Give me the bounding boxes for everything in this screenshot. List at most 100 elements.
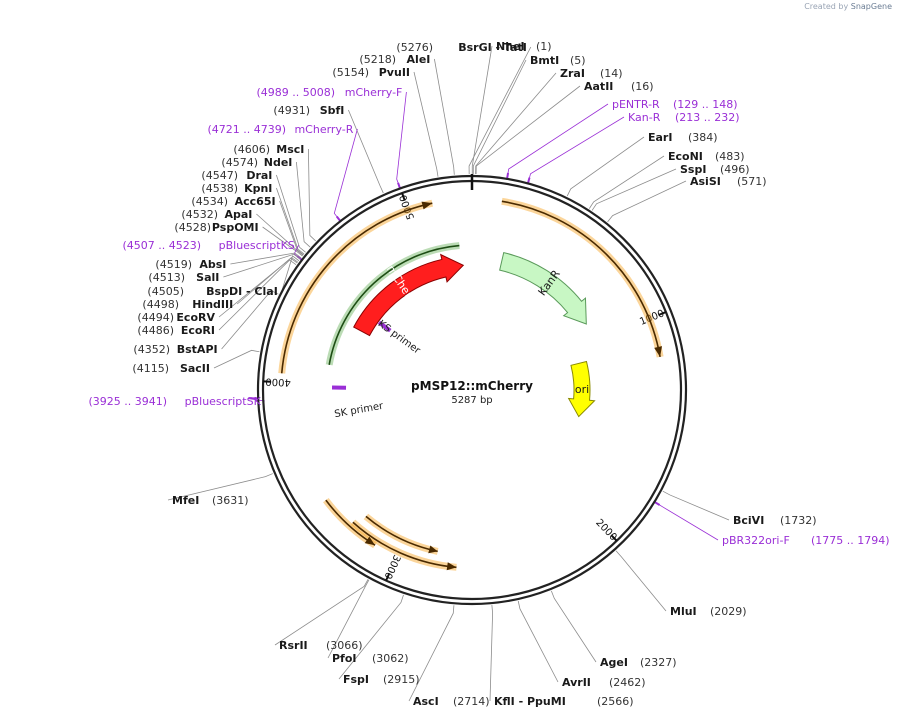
site-mcherry-r[interactable]: mCherry-R(4721 .. 4739) xyxy=(207,123,353,136)
site-position: (4115) xyxy=(132,362,169,375)
site-name: MluI xyxy=(670,605,697,618)
site-position: (3631) xyxy=(212,494,249,507)
site-sspi[interactable]: SspI(496) xyxy=(680,163,750,176)
site-eari[interactable]: EarI (384) xyxy=(648,131,718,144)
leader-line xyxy=(434,58,455,175)
site-pvuii[interactable]: PvuII(5154) xyxy=(332,66,410,79)
site-avrii[interactable]: AvrII(2462) xyxy=(562,676,646,689)
site-mfei[interactable]: MfeI(3631) xyxy=(172,494,249,507)
site-position: (129 .. 148) xyxy=(673,98,738,111)
site-pfoi[interactable]: PfoI(3062) xyxy=(332,652,409,665)
site-kan-r[interactable]: Kan-R(213 .. 232) xyxy=(628,111,740,124)
site-ndei[interactable]: NdeI(4574) xyxy=(221,156,292,169)
site-ecorv[interactable]: EcoRV(4494) xyxy=(137,311,215,324)
site-aatii[interactable]: AatII(16) xyxy=(584,80,654,93)
primer-marker[interactable] xyxy=(377,320,392,333)
site-name: EcoNI xyxy=(668,150,703,163)
site-bstapi[interactable]: BstAPI(4352) xyxy=(133,343,217,356)
site-position: (4989 .. 5008) xyxy=(256,86,335,99)
leader-line xyxy=(223,253,301,278)
site-name: AvrII xyxy=(562,676,591,689)
site-mcherry-f[interactable]: mCherry-F (4989 .. 5008) xyxy=(256,86,402,99)
site-position: (4574) xyxy=(221,156,258,169)
plasmid-size: 5287 bp xyxy=(451,395,492,406)
leader-line xyxy=(472,59,527,175)
site-name: PvuII xyxy=(379,66,410,79)
site-position: (3062) xyxy=(372,652,409,665)
site-position: (2566) xyxy=(597,695,634,708)
leader-line xyxy=(588,155,665,209)
site-nhei[interactable]: NheI(1) xyxy=(496,40,552,53)
site-ecori[interactable]: EcoRI(4486) xyxy=(137,324,215,337)
scale-tick xyxy=(385,572,391,581)
site-name: AbsI xyxy=(199,258,226,271)
site-asisi[interactable]: AsiSI(571) xyxy=(690,175,767,188)
scale-tick-label: 4000 xyxy=(265,375,291,387)
site-sali[interactable]: SalI(4513) xyxy=(148,271,219,284)
site-apai[interactable]: ApaI(4532) xyxy=(181,208,252,221)
site-pspomi[interactable]: PspOMI(4528) xyxy=(174,221,258,234)
site-bspdi-clai[interactable]: BspDI - ClaI(4505) xyxy=(147,285,277,298)
site-name: DraI xyxy=(246,169,272,182)
scale-tick xyxy=(401,192,406,201)
snapgene-credit: Created by SnapGene xyxy=(804,2,892,11)
site-pbluescriptks[interactable]: pBluescriptKS(4507 .. 4523) xyxy=(122,239,294,252)
site-bcivi[interactable]: BciVI(1732) xyxy=(733,514,817,527)
site-rsrii[interactable]: RsrII(3066) xyxy=(279,639,363,652)
site-pbluescriptsk[interactable]: pBluescriptSK(3925 .. 3941) xyxy=(88,395,261,408)
site-position: (4528) xyxy=(174,221,211,234)
site-msci[interactable]: MscI(4606) xyxy=(233,143,304,156)
site-zrai[interactable]: ZraI(14) xyxy=(560,67,623,80)
site-position: (4505) xyxy=(147,285,184,298)
site-position: (5) xyxy=(570,54,586,67)
site-position: (4507 .. 4523) xyxy=(122,239,201,252)
site-mlui[interactable]: MluI(2029) xyxy=(670,605,747,618)
site-name: BstAPI xyxy=(177,343,218,356)
site-position: (5218) xyxy=(359,53,396,66)
leader-line xyxy=(471,45,493,175)
site-name: EarI xyxy=(648,131,672,144)
site-position: (571) xyxy=(737,175,767,188)
site-position: (3066) xyxy=(326,639,363,652)
site-hindiii[interactable]: HindIII(4498) xyxy=(142,298,233,311)
site-kfli-ppumi[interactable]: KflI - PpuMI (2566) xyxy=(494,695,634,708)
feature-ori[interactable] xyxy=(567,360,596,418)
site-drai[interactable]: DraI(4547) xyxy=(201,169,272,182)
leader-line xyxy=(528,116,625,182)
leader-line xyxy=(615,550,667,612)
site-acc65i[interactable]: Acc65I(4534) xyxy=(191,195,275,208)
site-fspi[interactable]: FspI(2915) xyxy=(343,673,420,686)
feature-kanr[interactable] xyxy=(499,252,587,325)
orf-arrow xyxy=(280,202,433,374)
site-kpni[interactable]: KpnI (4538) xyxy=(201,182,272,195)
leader-line xyxy=(333,128,358,220)
site-pbr322ori-f[interactable]: pBR322ori-F(1775 .. 1794) xyxy=(722,534,890,547)
feature-mcherry[interactable] xyxy=(353,253,465,337)
scale-tick xyxy=(610,534,618,542)
site-name: KpnI xyxy=(244,182,272,195)
site-asci[interactable]: AscI(2714) xyxy=(413,695,490,708)
site-pentr-r[interactable]: pENTR-R(129 .. 148) xyxy=(612,98,738,111)
site-position: (4486) xyxy=(137,324,174,337)
primer-marker[interactable] xyxy=(331,385,347,390)
site-name: mCherry-F xyxy=(345,86,403,99)
site-alei[interactable]: AleI(5218) xyxy=(359,53,430,66)
site-position: (4538) xyxy=(201,182,238,195)
site-position: (4534) xyxy=(191,195,228,208)
site-econi[interactable]: EcoNI(483) xyxy=(668,150,745,163)
site-name: BciVI xyxy=(733,514,764,527)
site-absi[interactable]: AbsI(4519) xyxy=(155,258,226,271)
site-position: (384) xyxy=(688,131,718,144)
site-bmti[interactable]: BmtI(5) xyxy=(530,54,586,67)
site-name: KflI - PpuMI xyxy=(494,695,566,708)
leader-line xyxy=(262,226,303,257)
orf-arrowhead xyxy=(428,545,438,554)
site-name: pBR322ori-F xyxy=(722,534,790,547)
leader-line xyxy=(413,71,439,177)
site-bsrgi-tati[interactable]: BsrGI - TatI(5276) xyxy=(396,41,526,54)
site-agei[interactable]: AgeI(2327) xyxy=(600,656,677,669)
site-sbfi[interactable]: SbfI(4931) xyxy=(273,104,344,117)
site-position: (4606) xyxy=(233,143,270,156)
site-sacii[interactable]: SacII(4115) xyxy=(132,362,210,375)
